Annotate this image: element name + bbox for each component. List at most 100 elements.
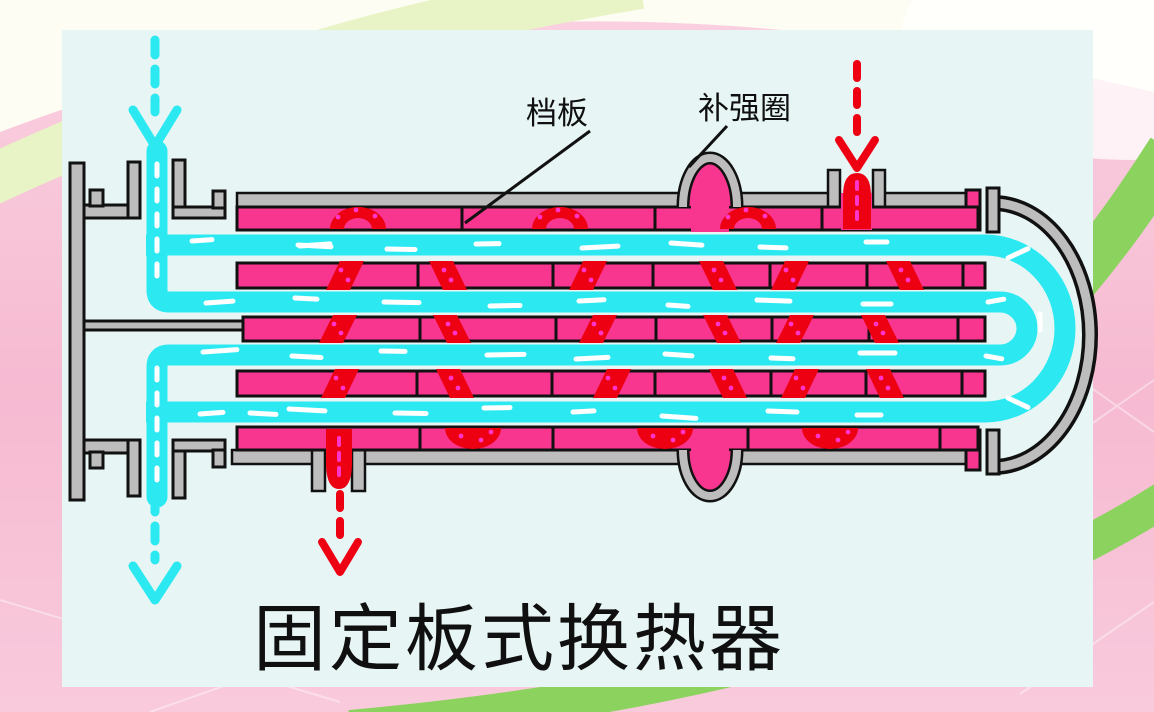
head-flange-tab	[985, 186, 1001, 234]
shell-inlet-arrow-head	[835, 136, 879, 172]
flow-speck	[335, 214, 341, 220]
flow-speck	[790, 277, 796, 283]
left-cover-plate	[68, 161, 86, 502]
shell-bottom-wall	[723, 448, 970, 466]
baffle-window-flow	[579, 315, 617, 343]
baffle-window-flow	[433, 315, 471, 343]
baffle-window-flow	[593, 369, 631, 398]
flow-speck	[878, 375, 884, 381]
flow-speck	[835, 437, 841, 443]
flow-speck	[845, 429, 851, 435]
water-streaks	[189, 237, 1043, 421]
tube-side-flow	[146, 140, 1076, 508]
ring-nozzle-ring	[679, 154, 741, 208]
flow-speck	[721, 375, 727, 381]
flange-lip	[211, 189, 227, 210]
flow-speck	[680, 429, 686, 435]
left-head	[68, 158, 246, 502]
shell-band	[235, 205, 980, 232]
flow-speck	[448, 375, 454, 381]
outlet-nozzle-wall	[310, 448, 327, 493]
water-streak	[247, 410, 279, 417]
inlet-nozzle-wall	[826, 168, 842, 210]
flange-tab	[126, 160, 142, 220]
callouts: 档板 补强圈	[464, 91, 791, 225]
water-streak	[203, 298, 236, 306]
flange-lip	[88, 188, 105, 208]
water-streak	[381, 299, 422, 306]
water-streak	[983, 353, 1005, 362]
inlet-nozzle-wall	[871, 168, 887, 210]
water-streak	[189, 237, 215, 244]
flow-speck	[743, 207, 749, 213]
water-streak	[1005, 246, 1031, 261]
flow-speck	[898, 267, 904, 273]
baffle-window-flow	[319, 315, 357, 343]
dished-head	[992, 198, 1095, 472]
baffle-window-flow	[429, 261, 467, 290]
water-streak	[197, 409, 226, 417]
flow-speck	[725, 214, 731, 220]
water-streak	[754, 297, 793, 304]
shell-bottom-wall	[350, 448, 695, 466]
water-streak	[768, 355, 796, 362]
baffle-window-flow	[321, 369, 359, 398]
flow-speck	[788, 321, 794, 327]
flow-speck	[581, 267, 587, 273]
flow-speck	[650, 433, 656, 439]
flow-speck	[793, 375, 799, 381]
water-streak	[286, 406, 328, 414]
baffle-window-flow	[776, 315, 814, 343]
flow-speck	[333, 375, 339, 381]
flow-speck	[885, 385, 891, 391]
bottom-nozzle-ring	[679, 449, 741, 500]
page-title: 固定板式换热器	[253, 599, 785, 680]
water-streak	[392, 410, 429, 417]
water-streak	[297, 241, 333, 249]
pass-partition-plate	[82, 319, 246, 332]
tube-inner-loop	[146, 140, 1038, 508]
ring-label: 补强圈	[698, 91, 791, 126]
outlet-nozzle-wall	[350, 448, 367, 493]
flow-speck	[711, 267, 717, 273]
flow-speck	[455, 385, 461, 391]
flow-speck	[452, 330, 458, 336]
water-streak	[1005, 395, 1031, 410]
under-baffle-flow	[802, 428, 858, 449]
baffle-window-flow	[886, 261, 924, 290]
baffle-window-flow	[703, 315, 741, 343]
baffle-leader-line	[464, 129, 591, 225]
flow-speck	[353, 207, 359, 213]
flow-speck	[905, 277, 911, 283]
flow-arrows	[128, 35, 879, 605]
water-streak	[573, 354, 611, 362]
flow-speck	[815, 433, 821, 439]
baffle-window-flow	[709, 369, 747, 398]
water-streak	[659, 413, 699, 421]
flange-arm	[171, 205, 227, 220]
flow-speck	[458, 433, 464, 439]
flow-speck	[345, 277, 351, 283]
shell-top-wall	[235, 191, 695, 209]
tube-outlet-arrow-head	[128, 561, 182, 605]
baffle-plates	[415, 208, 965, 449]
flow-speck	[372, 213, 378, 219]
flow-speck	[598, 330, 604, 336]
flange-lip	[211, 448, 227, 469]
flow-speck	[880, 330, 886, 336]
water-streak	[289, 353, 324, 361]
flange-arm	[171, 438, 227, 453]
flow-speck	[783, 267, 789, 273]
shell-outlet-arrow-head	[318, 538, 362, 576]
heat-exchanger-diagram: 档板 补强圈	[68, 35, 1098, 605]
flow-speck	[488, 429, 494, 435]
flow-speck	[441, 267, 447, 273]
baffle-window-flow	[771, 261, 809, 290]
flow-speck	[537, 214, 543, 220]
under-baffle-flow	[445, 428, 501, 449]
flow-speck	[722, 330, 728, 336]
water-streak	[579, 243, 621, 251]
baffle-window-flow	[699, 261, 737, 290]
baffle-window-flow	[866, 369, 904, 398]
over-baffle-flow	[532, 207, 588, 229]
